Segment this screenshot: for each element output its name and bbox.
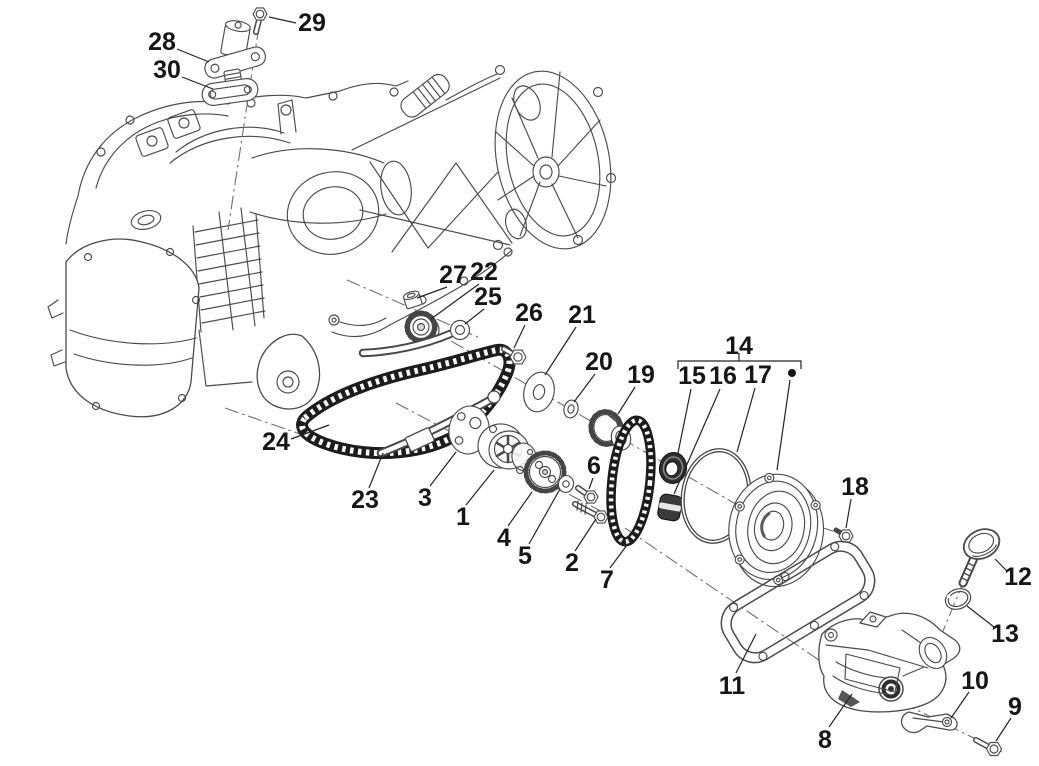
callout-label-13: 13 bbox=[991, 620, 1019, 648]
callout-label-20: 20 bbox=[585, 348, 613, 376]
part-8-oil-sump-cover bbox=[818, 611, 961, 713]
part-9-bolt bbox=[973, 737, 1003, 757]
part-30-tensioner-gasket bbox=[201, 78, 259, 106]
callout-label-24: 24 bbox=[262, 428, 290, 456]
leader-line-12 bbox=[994, 558, 1008, 572]
leader-line-17 bbox=[736, 387, 756, 453]
leader-line-4 bbox=[507, 491, 533, 527]
callout-label-9: 9 bbox=[1008, 693, 1022, 721]
fan-spokes bbox=[495, 71, 607, 239]
leader-line-2 bbox=[574, 518, 597, 552]
leader-line-11 bbox=[735, 633, 757, 674]
leader-line-24 bbox=[290, 424, 330, 440]
leader-line-25 bbox=[464, 308, 485, 325]
leader-line-27 bbox=[416, 286, 448, 299]
part-28-chain-tensioner bbox=[204, 20, 266, 87]
callout-label-1: 1 bbox=[456, 503, 470, 531]
part-7-oil-pump-chain bbox=[606, 415, 656, 547]
leader-line-20 bbox=[573, 373, 596, 403]
part-15-oil-seal bbox=[658, 452, 688, 484]
part-29-bolt bbox=[252, 7, 268, 35]
engine-crankcase-drawing bbox=[47, 64, 617, 418]
leader-line-30 bbox=[181, 76, 214, 90]
leader-line-23 bbox=[368, 452, 384, 489]
part-21-washer bbox=[523, 371, 555, 413]
splined-shaft bbox=[400, 73, 450, 118]
leader-line-18 bbox=[845, 498, 852, 529]
callout-label-30: 30 bbox=[153, 56, 181, 84]
callout-label-26: 26 bbox=[515, 299, 543, 327]
part-1-oil-pump bbox=[477, 423, 537, 475]
callout-label-6: 6 bbox=[587, 452, 601, 480]
part-18-bolt bbox=[833, 527, 854, 543]
callout-label-14: 14 bbox=[725, 332, 753, 360]
leader-line-8 bbox=[828, 693, 853, 728]
part-5-washer bbox=[557, 474, 575, 494]
part-2-bolt bbox=[572, 500, 609, 524]
part-23-chain-guide-lower bbox=[376, 390, 501, 458]
leader-line-21 bbox=[544, 326, 577, 376]
leader-line-1 bbox=[465, 469, 495, 506]
group-bullet-14 bbox=[788, 369, 796, 377]
leader-line-28 bbox=[176, 48, 210, 63]
part-12-oil-filler-cap bbox=[958, 528, 1001, 588]
part-25-chain-guide-upper bbox=[358, 319, 471, 358]
callout-label-21: 21 bbox=[568, 301, 596, 329]
callout-label-11: 11 bbox=[719, 672, 746, 700]
part-13-o-ring bbox=[944, 588, 972, 610]
callout-label-17: 17 bbox=[744, 361, 772, 389]
leader-line-15 bbox=[677, 388, 692, 454]
part-14-pump-cover bbox=[728, 472, 825, 588]
leader-line-7 bbox=[609, 544, 628, 569]
callout-label-18: 18 bbox=[841, 473, 869, 501]
callout-label-12: 12 bbox=[1004, 563, 1032, 591]
part-10-clamp bbox=[900, 711, 958, 734]
callout-label-29: 29 bbox=[298, 9, 326, 37]
leader-line-14-bullet bbox=[776, 379, 791, 471]
centerline-9 bbox=[224, 407, 353, 453]
leader-line-10 bbox=[950, 691, 970, 719]
leader-line-5 bbox=[528, 488, 561, 545]
centerline-6 bbox=[624, 527, 883, 704]
part-11-cover-gasket bbox=[720, 540, 876, 664]
callout-label-27: 27 bbox=[439, 261, 467, 289]
callout-label-16: 16 bbox=[709, 362, 737, 390]
callout-label-15: 15 bbox=[678, 362, 706, 390]
leader-line-19 bbox=[617, 386, 636, 415]
callout-label-28: 28 bbox=[148, 28, 176, 56]
centerline-5 bbox=[395, 402, 613, 518]
callout-label-10: 10 bbox=[961, 667, 989, 695]
part-27-bush bbox=[402, 290, 423, 310]
callout-label-7: 7 bbox=[600, 566, 614, 594]
callout-label-4: 4 bbox=[497, 524, 511, 552]
valve-cover bbox=[65, 238, 200, 418]
leader-line-16 bbox=[673, 388, 721, 495]
leader-line-13 bbox=[966, 605, 995, 628]
callout-label-5: 5 bbox=[518, 542, 532, 570]
callout-label-19: 19 bbox=[627, 361, 655, 389]
leader-line-22 bbox=[430, 283, 480, 320]
part-20-washer bbox=[563, 399, 579, 419]
leader-line-3 bbox=[429, 451, 457, 487]
leader-line-29 bbox=[268, 16, 297, 24]
callout-label-22: 22 bbox=[470, 258, 498, 286]
callout-label-2: 2 bbox=[565, 549, 579, 577]
callout-label-3: 3 bbox=[418, 484, 432, 512]
leader-line-26 bbox=[513, 324, 526, 349]
part-16-pad bbox=[657, 493, 683, 522]
callout-label-23: 23 bbox=[351, 486, 379, 514]
part-26-bolt bbox=[501, 346, 527, 365]
part-6-bolt bbox=[575, 485, 599, 504]
callout-label-25: 25 bbox=[474, 283, 502, 311]
part-4-sprocket bbox=[523, 450, 567, 494]
leader-line-6 bbox=[588, 477, 594, 490]
callout-label-8: 8 bbox=[818, 726, 832, 754]
leader-line-9 bbox=[995, 717, 1012, 742]
cooling-fins bbox=[194, 219, 266, 324]
